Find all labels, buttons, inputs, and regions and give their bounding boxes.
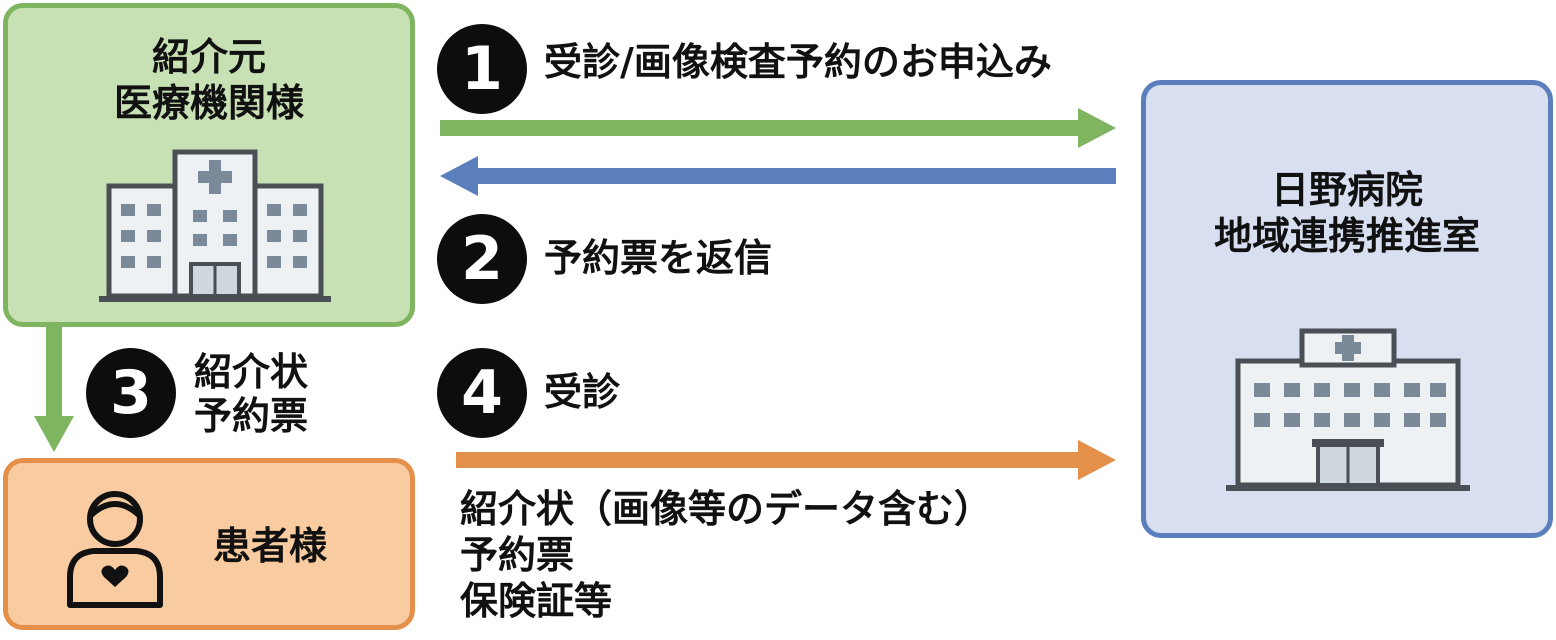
referrer-title: 紹介元 医療機関様: [113, 35, 304, 125]
step-2-number-badge: 2: [437, 214, 527, 304]
documents-list: 紹介状（画像等のデータ含む） 予約票 保険証等: [460, 487, 993, 623]
hospital-building-icon: [99, 149, 331, 302]
arrow-to-patient-head: [34, 416, 74, 452]
arrow-reply-head: [440, 156, 478, 196]
hospital-title: 日野病院 地域連携推進室: [1213, 168, 1480, 258]
hospital-building-icon: [1226, 328, 1470, 491]
step-3-label: 紹介状 予約票: [194, 350, 309, 438]
step-4-label: 受診: [544, 370, 621, 414]
hospital-box: 日野病院 地域連携推進室: [1141, 80, 1553, 538]
patient-box: 患者様: [3, 458, 415, 630]
step-2-label: 予約票を返信: [544, 236, 773, 280]
patient-person-icon: [67, 491, 163, 608]
step-4-number-badge: 4: [437, 348, 527, 438]
patient-label: 患者様: [213, 524, 328, 568]
arrow-request-head: [1078, 108, 1116, 148]
referrer-box: 紹介元 医療機関様: [3, 3, 415, 327]
step-1-number-badge: 1: [437, 24, 527, 114]
step-3-number-badge: 3: [86, 348, 176, 438]
arrow-visit-head: [1078, 440, 1116, 480]
step-1-label: 受診/画像検査予約のお申込み: [544, 40, 1052, 84]
